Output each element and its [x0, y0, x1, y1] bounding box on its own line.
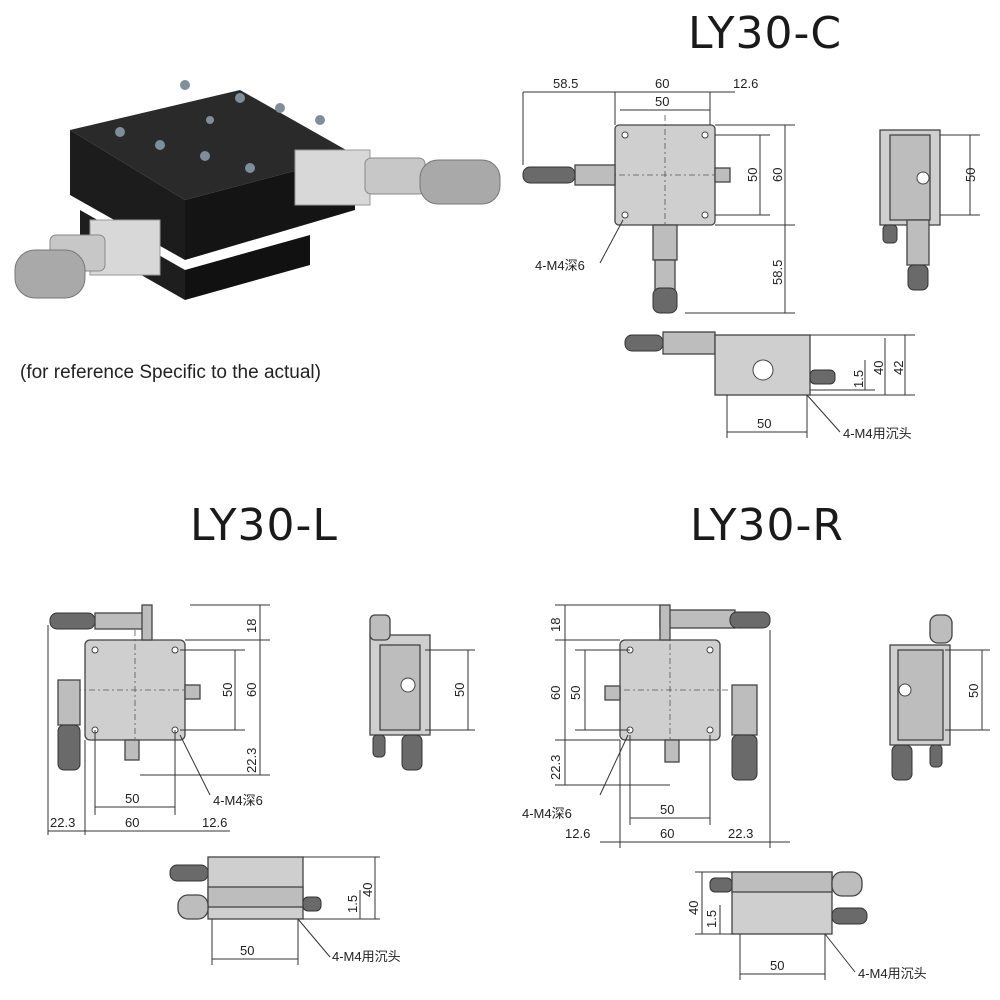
ly30r-side-50: 50	[966, 684, 981, 698]
ly30c-bottom-knob	[652, 287, 678, 314]
ly30r-title: LY30-R	[690, 500, 844, 551]
ly30c-front-40: 40	[871, 361, 886, 375]
ly30r-dim-12-6: 12.6	[565, 826, 590, 841]
ly30c-dim-60-right: 60	[770, 168, 785, 182]
ly30c-hole-note: 4-M4深6	[535, 258, 585, 273]
ly30l-dim-50-h: 50	[125, 791, 139, 806]
ly30c-dim-58-5-top: 58.5	[553, 76, 578, 91]
ly30l-side-50: 50	[452, 683, 467, 697]
ly30c-dim-60-top: 60	[655, 76, 669, 91]
ly30c-dim-50-top: 50	[655, 94, 669, 109]
ly30c-drawing: 58.5 60 12.6 50 50 60 58.5 4-M4深6 50 1.5…	[522, 76, 980, 441]
ly30r-dim-22-3-v: 22.3	[548, 755, 563, 780]
ly30l-counterbore-note: 4-M4用沉头	[332, 949, 401, 964]
ly30r-dim-22-3-h: 22.3	[728, 826, 753, 841]
ly30c-dim-50-right: 50	[745, 168, 760, 182]
ly30r-hole-note: 4-M4深6	[522, 806, 572, 821]
ly30r-dim-18: 18	[548, 618, 563, 632]
ly30c-title: LY30-C	[688, 8, 843, 59]
ly30l-front-40: 40	[360, 883, 375, 897]
ly30r-dim-60-h: 60	[660, 826, 674, 841]
ly30l-hole-note: 4-M4深6	[213, 793, 263, 808]
ly30c-left-knob	[522, 166, 576, 184]
photo-caption: (for reference Specific to the actual)	[20, 362, 321, 383]
ly30c-counterbore-note: 4-M4用沉头	[843, 426, 912, 441]
ly30r-dim-60: 60	[548, 686, 563, 700]
ly30r-drawing: 18 60 50 22.3 4-M4深6 50 12.6 60 22.3 50 …	[522, 604, 990, 981]
ly30c-front-42: 42	[891, 361, 906, 375]
ly30l-dim-22-3-h: 22.3	[50, 815, 75, 830]
ly30l-front-1-5: 1.5	[345, 895, 360, 913]
ly30l-dim-60-h: 60	[125, 815, 139, 830]
ly30l-dim-60: 60	[244, 683, 259, 697]
ly30r-dim-50-h: 50	[660, 802, 674, 817]
ly30r-front-1-5: 1.5	[704, 910, 719, 928]
ly30c-side-50: 50	[963, 168, 978, 182]
ly30c-front-1-5: 1.5	[851, 370, 866, 388]
ly30r-front-50: 50	[770, 958, 784, 973]
ly30l-dim-12-6: 12.6	[202, 815, 227, 830]
ly30r-front-40: 40	[686, 901, 701, 915]
ly30r-dim-50: 50	[568, 686, 583, 700]
ly30l-dim-22-3-v: 22.3	[244, 748, 259, 773]
ly30c-dim-12-6: 12.6	[733, 76, 758, 91]
ly30r-counterbore-note: 4-M4用沉头	[858, 966, 927, 981]
ly30l-dim-50: 50	[220, 683, 235, 697]
ly30c-front-50: 50	[757, 416, 771, 431]
ly30l-drawing: 18 50 60 22.3 50 4-M4深6 22.3 60 12.6 50 …	[47, 604, 475, 965]
ly30c-front-view	[714, 334, 811, 396]
ly30l-dim-18: 18	[244, 619, 259, 633]
ly30l-front-50: 50	[240, 943, 254, 958]
ly30l-title: LY30-L	[190, 500, 338, 551]
product-photo	[14, 80, 501, 300]
ly30c-dim-58-5-right: 58.5	[770, 260, 785, 285]
